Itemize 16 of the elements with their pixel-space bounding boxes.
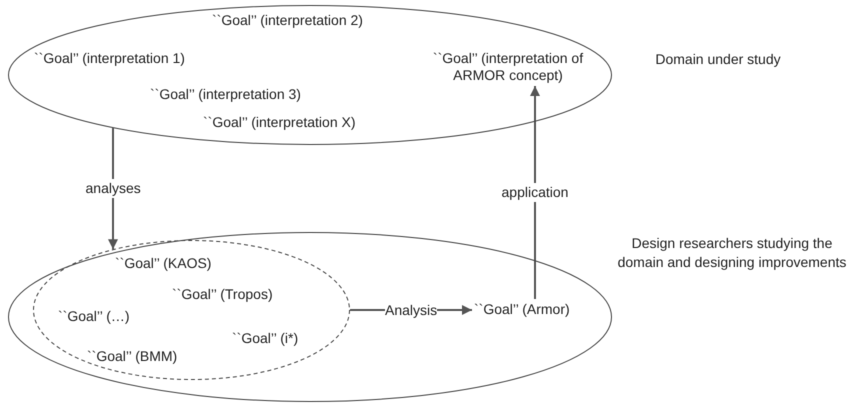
node-label: ``Goal’’ (interpretation of ARMOR concept): [408, 50, 608, 84]
arrow: [530, 86, 540, 299]
node-label: ``Goal’’ (interpretation 3): [150, 86, 301, 103]
node-label: ``Goal’’ (interpretation X): [203, 114, 356, 131]
edge-label: analyses: [86, 179, 141, 198]
node-label: ``Goal’’ (i*): [232, 330, 298, 347]
node-label: ``Goal’’ (BMM): [87, 348, 178, 365]
node-label: ``Goal’’ (Tropos): [172, 286, 273, 303]
edge-label: application: [502, 183, 568, 202]
node-label: ``Goal’’ (…): [58, 308, 130, 325]
group-label: Design researchers studying the domain and designing improvements: [616, 234, 848, 272]
node-label: ``Goal’’ (Armor): [474, 301, 570, 318]
group-label: Domain under study: [654, 50, 782, 69]
node-label: ``Goal’’ (interpretation 1): [34, 50, 185, 67]
node-label: ``Goal’’ (interpretation 2): [212, 12, 363, 29]
node-label: ``Goal’’ (KAOS): [115, 255, 212, 272]
